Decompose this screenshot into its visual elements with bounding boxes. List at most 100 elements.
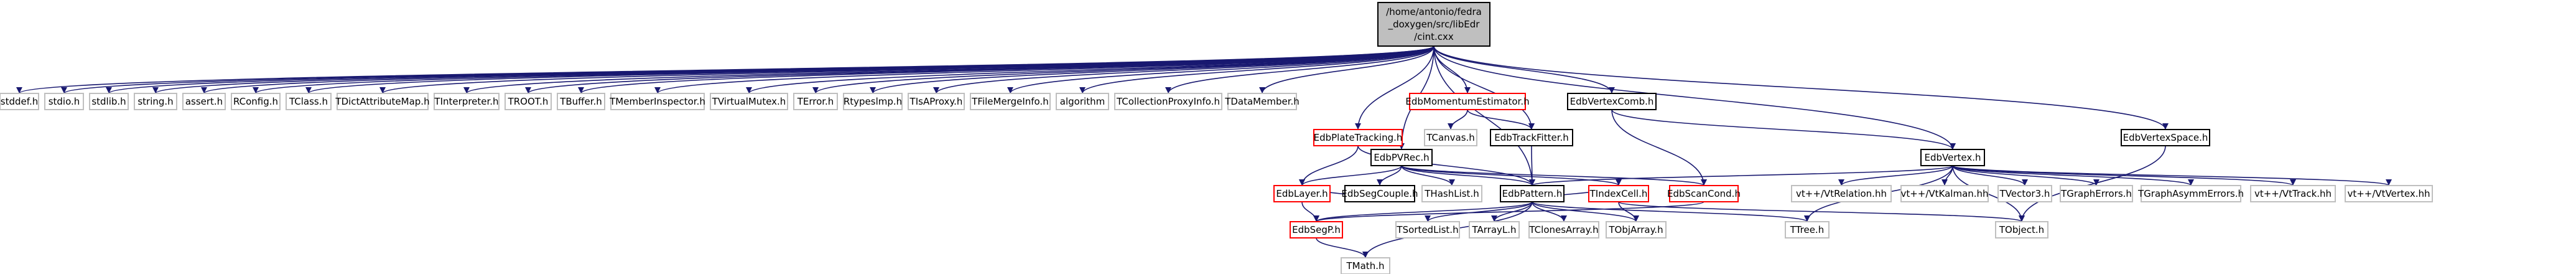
node-stddef[interactable]: stddef.h: [0, 93, 39, 110]
node-EdbPVRec[interactable]: EdbPVRec.h: [1370, 149, 1433, 166]
node-box: [2250, 185, 2336, 202]
node-TTree[interactable]: TTree.h: [1785, 221, 1830, 239]
edge-EdbPVRec-to-EdbSegCouple: [1377, 165, 1402, 186]
node-TGraphErrors[interactable]: TGraphErrors.h: [2060, 185, 2133, 202]
node-label: vt++/VtKalman.hh: [1900, 188, 1988, 199]
node-TIndexCell[interactable]: TIndexCell.h: [1588, 185, 1649, 202]
node-TBuffer[interactable]: TBuffer.h: [557, 93, 605, 110]
node-TROOT[interactable]: TROOT.h: [505, 93, 552, 110]
node-TObjArray[interactable]: TObjArray.h: [1606, 221, 1667, 239]
node-label: TObjArray.h: [1608, 224, 1663, 235]
node-TObject[interactable]: TObject.h: [1995, 221, 2048, 239]
edge-root-to-EdbVertex: [1433, 45, 1956, 150]
node-box: [1490, 129, 1573, 146]
node-EdbSegCouple[interactable]: EdbSegCouple.h: [1341, 185, 1418, 202]
node-VtRelation[interactable]: vt++/VtRelation.hh: [1791, 185, 1892, 202]
edge-EdbPVRec-to-THashList: [1401, 165, 1455, 186]
node-EdbVertex[interactable]: EdbVertex.h: [1920, 149, 1985, 166]
node-algorithm[interactable]: algorithm: [1056, 93, 1109, 110]
node-stdlib[interactable]: stdlib.h: [89, 93, 129, 110]
node-label: EdbPattern.h: [1502, 188, 1563, 199]
node-TGraphAsymmErrors[interactable]: TGraphAsymmErrors.h: [2137, 185, 2244, 202]
node-VtVertex[interactable]: vt++/VtVertex.hh: [2345, 185, 2433, 202]
node-label: stdio.h: [49, 96, 80, 107]
node-TSortedList[interactable]: TSortedList.h: [1395, 221, 1460, 239]
edge-EdbVertexComb-to-EdbVertex: [1611, 109, 1956, 150]
node-TError[interactable]: TError.h: [793, 93, 838, 110]
node-box: [89, 93, 129, 110]
node-TDictAttributeMap[interactable]: TDictAttributeMap.h: [335, 93, 430, 110]
node-string[interactable]: string.h: [134, 93, 177, 110]
node-box: [1995, 221, 2048, 239]
node-box: [337, 93, 429, 110]
node-label: TBuffer.h: [559, 96, 602, 107]
node-label: TFileMergeInfo.h: [971, 96, 1049, 107]
node-EdbSegP[interactable]: EdbSegP.h: [1290, 221, 1343, 239]
node-EdbPlateTracking[interactable]: EdbPlateTracking.h: [1313, 129, 1403, 146]
node-box: [1273, 185, 1331, 202]
node-EdbVertexComb[interactable]: EdbVertexComb.h: [1567, 93, 1657, 110]
node-label: EdbScanCond.h: [1667, 188, 1741, 199]
node-box: [1785, 221, 1830, 239]
edge-root-to-TDataMember: [1259, 45, 1434, 94]
node-TClonesArray[interactable]: TClonesArray.h: [1528, 221, 1599, 239]
edge-root-to-TIsAProxy: [933, 45, 1434, 94]
node-label: stdlib.h: [91, 96, 126, 107]
node-EdbPattern[interactable]: EdbPattern.h: [1500, 185, 1565, 202]
edge-EdbVertex-to-VtTrack: [1952, 165, 2296, 186]
node-label: TObject.h: [1999, 224, 2044, 235]
edge-root-to-assert: [201, 45, 1434, 94]
node-Rtypeslmp[interactable]: Rtypeslmp.h: [843, 93, 903, 110]
node-box: [1395, 221, 1460, 239]
node-EdbTrackFitter[interactable]: EdbTrackFitter.h: [1490, 129, 1573, 146]
node-TClass[interactable]: TClass.h: [286, 93, 332, 110]
node-EdbLayer[interactable]: EdbLayer.h: [1273, 185, 1331, 202]
node-THashList[interactable]: THashList.h: [1421, 185, 1482, 202]
node-EdbScanCond[interactable]: EdbScanCond.h: [1667, 185, 1741, 202]
node-TCanvas[interactable]: TCanvas.h: [1424, 129, 1477, 146]
node-stdio[interactable]: stdio.h: [44, 93, 84, 110]
node-EdbVertexSpace[interactable]: EdbVertexSpace.h: [2121, 129, 2210, 146]
node-TArrayL[interactable]: TArrayL.h: [1469, 221, 1520, 239]
node-TInterpreter[interactable]: TInterpreter.h: [434, 93, 500, 110]
edge-EdbSegP-to-TMath: [1316, 237, 1369, 258]
node-TVirtualMutex[interactable]: TVirtualMutex.h: [710, 93, 788, 110]
node-label: TTree.h: [1790, 224, 1824, 235]
node-label: TSortedList.h: [1396, 224, 1458, 235]
node-TFileMergeInfo[interactable]: TFileMergeInfo.h: [970, 93, 1051, 110]
node-EdbMomentumEstimator[interactable]: EdbMomentumEstimator.h: [1405, 93, 1530, 110]
node-TMemberInspector[interactable]: TMemberInspector.h: [609, 93, 705, 110]
nodes-layer: /home/antonio/fedra _doxygen/src/libEdr …: [0, 2, 2433, 274]
node-box: [505, 93, 552, 110]
edge-EdbVertex-to-TVector3: [1952, 165, 2028, 186]
node-label: EdbPlateTracking.h: [1314, 132, 1403, 143]
node-assert[interactable]: assert.h: [182, 93, 226, 110]
edge-EdbMomentumEstimator-to-TCanvas: [1448, 109, 1468, 130]
node-label: string.h: [137, 96, 173, 107]
node-RConfig[interactable]: RConfig.h: [231, 93, 281, 110]
edge-EdbScanCond-to-EdbSegP: [1313, 201, 1704, 222]
node-TVector3[interactable]: TVector3.h: [1997, 185, 2052, 202]
root-node[interactable]: /home/antonio/fedra _doxygen/src/libEdr …: [1377, 2, 1490, 47]
node-label: THashList.h: [1424, 188, 1479, 199]
node-label: TClonesArray.h: [1528, 224, 1598, 235]
edge-EdbMomentumEstimator-to-EdbTrackFitter: [1467, 109, 1535, 130]
node-TMath[interactable]: TMath.h: [1341, 257, 1390, 274]
node-TCollectionProxyInfo[interactable]: TCollectionProxyInfo.h: [1114, 93, 1222, 110]
node-TDataMember[interactable]: TDataMember.h: [1224, 93, 1300, 110]
node-box: [793, 93, 838, 110]
edge-EdbPattern-to-TObjArray: [1532, 201, 1639, 222]
node-VtTrack[interactable]: vt++/VtTrack.hh: [2250, 185, 2336, 202]
node-box: [2345, 185, 2433, 202]
root-node-box: [1377, 2, 1490, 47]
node-TIsAProxy[interactable]: TIsAProxy.h: [908, 93, 965, 110]
node-label: vt++/VtRelation.hh: [1796, 188, 1887, 199]
node-label: EdbSegP.h: [1292, 224, 1341, 235]
edge-EdbPattern-to-TClonesArray: [1532, 201, 1567, 222]
node-box: [1920, 149, 1985, 166]
node-VtKalman[interactable]: vt++/VtKalman.hh: [1900, 185, 1989, 202]
node-box: [1469, 221, 1520, 239]
edge-root-to-EdbMomentumEstimator: [1433, 45, 1471, 94]
node-box: [1500, 185, 1565, 202]
edge-TIndexCell-to-TObjArray: [1618, 201, 1639, 222]
